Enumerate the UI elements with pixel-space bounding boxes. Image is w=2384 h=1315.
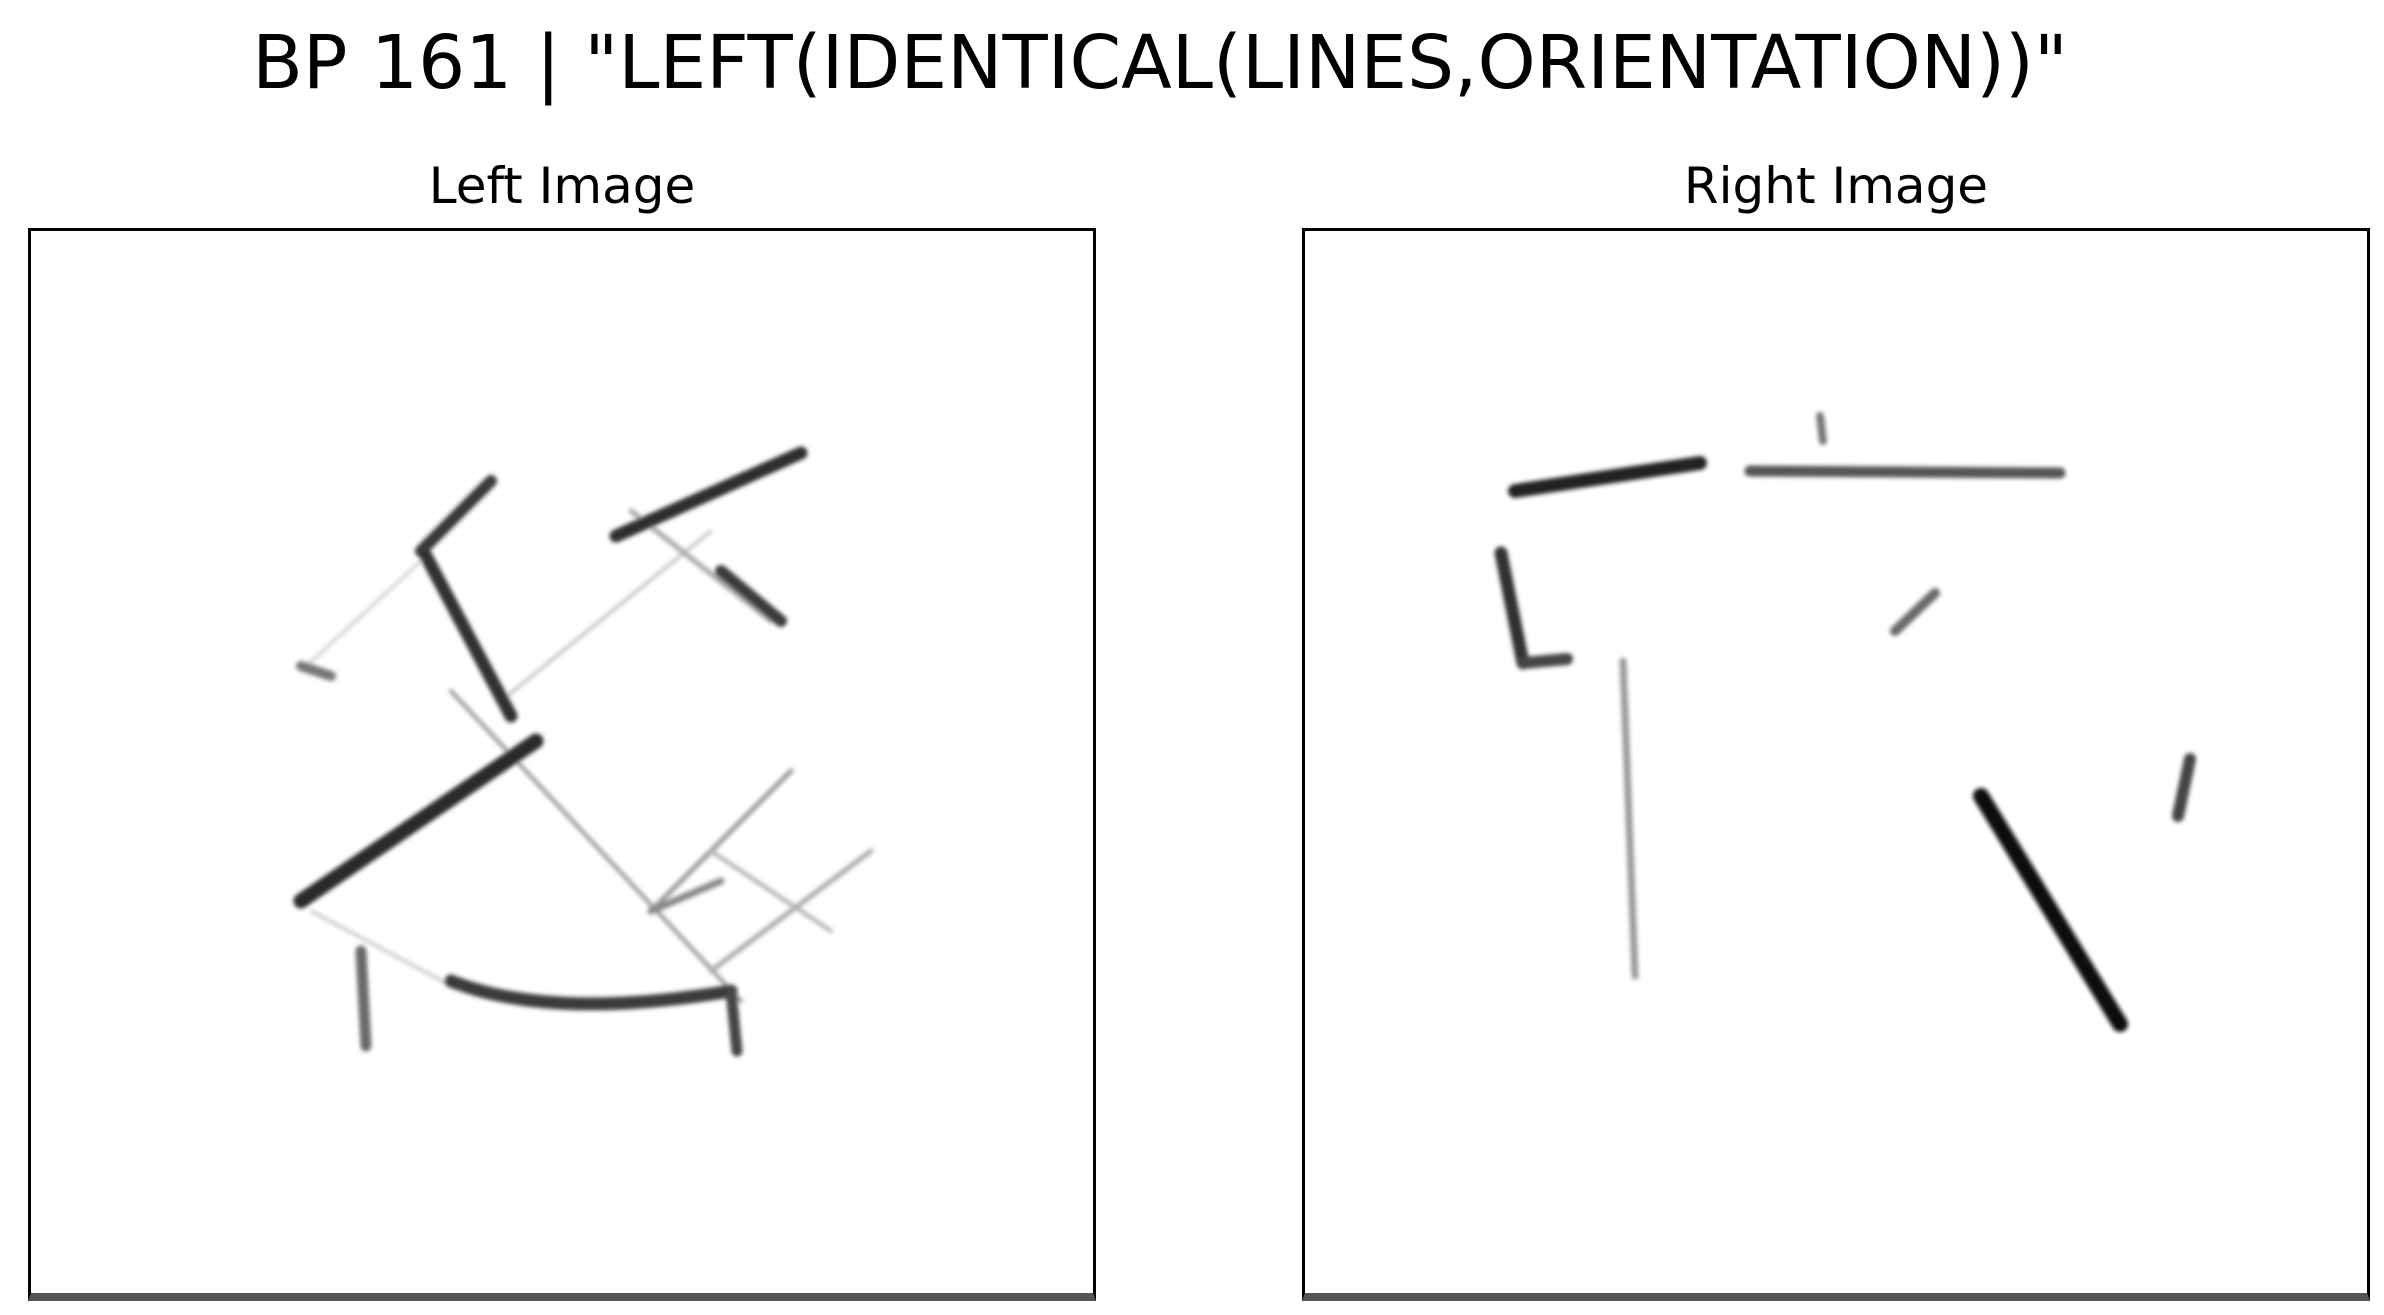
stroke-long-vertical <box>1619 657 1639 980</box>
faint-line <box>449 689 743 1003</box>
faint-line <box>709 849 833 933</box>
stroke-long-diag <box>1973 788 2128 1032</box>
stroke-top-right <box>1744 465 2066 479</box>
left-image-drawing <box>293 446 874 1057</box>
faint-line <box>648 768 794 914</box>
figure-title: BP 161 | "LEFT(IDENTICAL(LINES,ORIENTATI… <box>252 20 2068 106</box>
stroke-small-left <box>296 661 336 681</box>
stroke-short-right <box>2172 753 2196 822</box>
faint-line <box>309 909 463 993</box>
right-image-drawing <box>1494 412 2196 1032</box>
faint-line <box>499 529 713 703</box>
stroke-upper-left-diag <box>419 549 518 723</box>
stroke-small-diag <box>1890 588 1940 636</box>
faint-line <box>628 508 774 624</box>
stroke-upper-left-top <box>415 475 497 557</box>
stroke-left-foot <box>1517 653 1573 669</box>
stroke-short-vertical-right <box>725 985 743 1057</box>
stroke-upper-right <box>609 446 808 543</box>
left-image-panel <box>28 228 1096 1301</box>
faint-line <box>299 559 423 673</box>
stroke-left-vertical <box>1494 546 1530 670</box>
right-image-panel <box>1302 228 2370 1301</box>
right-panel-title: Right Image <box>1683 157 1989 215</box>
left-panel-title: Left Image <box>428 157 696 215</box>
stroke-top-tick <box>1816 412 1827 445</box>
stroke-short-vertical-left <box>355 945 372 1052</box>
stroke-top-left <box>1508 456 1707 498</box>
stroke-upper-right-tail <box>715 565 787 627</box>
faint-line <box>708 848 874 974</box>
stroke-bottom-arc <box>444 974 738 1011</box>
stroke-long-diag <box>293 733 544 909</box>
stroke-mid-right <box>647 877 725 915</box>
